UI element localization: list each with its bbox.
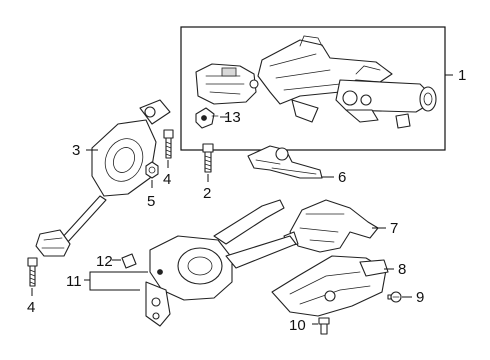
callout-label-1: 1 [458, 67, 466, 84]
callout-label-8: 8 [398, 261, 406, 278]
small-clip-bracket [395, 113, 411, 129]
part-2-bolt: 2 [202, 143, 214, 202]
part-11-combination-switch: 11 [66, 199, 297, 327]
part-4-bolt-upper: 4 [163, 129, 174, 188]
callout-label-9: 9 [416, 289, 424, 306]
part-3-intermediate-shaft: 3 [35, 99, 171, 257]
callout-label-3: 3 [72, 142, 80, 159]
part-6-bracket: 6 [247, 145, 346, 186]
callout-label-7: 7 [390, 220, 398, 237]
leader-line-11 [84, 271, 148, 291]
callout-label-4b: 4 [27, 299, 35, 316]
part-5-nut: 5 [145, 161, 159, 210]
callout-label-13: 13 [224, 109, 241, 126]
steering-column-assembly [257, 35, 437, 123]
part-12-clip: 12 [96, 253, 137, 270]
callout-label-4a: 4 [163, 171, 171, 188]
callout-label-10: 10 [289, 317, 306, 334]
part-8-lower-shroud: 8 [271, 255, 406, 317]
part-9-screw: 9 [387, 289, 424, 306]
callout-label-6: 6 [338, 169, 346, 186]
callout-label-12: 12 [96, 253, 113, 270]
callout-label-2: 2 [203, 185, 211, 202]
part-4-bolt-lower: 4 [27, 257, 38, 316]
part-13-sensor: 13 [195, 107, 241, 129]
part-1-steering-column-group: 1 [180, 26, 466, 151]
part-7-upper-shroud: 7 [283, 199, 398, 253]
part-1-frame [180, 26, 446, 151]
callout-label-11: 11 [66, 273, 82, 290]
part-10-screw: 10 [289, 317, 330, 335]
callout-label-5: 5 [147, 193, 155, 210]
switch-module [195, 63, 259, 105]
